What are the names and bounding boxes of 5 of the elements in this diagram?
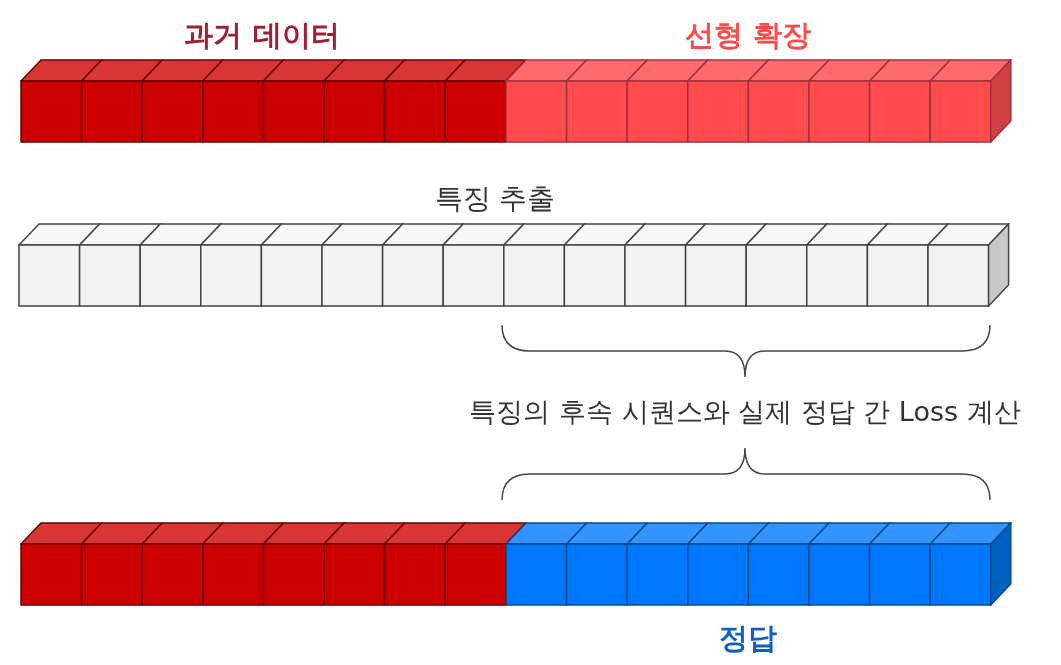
segment-label: 과거 데이터 bbox=[184, 21, 340, 50]
segment-label: 특징 추출 bbox=[434, 185, 556, 213]
segment-label: 정답 bbox=[719, 624, 777, 653]
segment-label: 선형 확장 bbox=[684, 21, 812, 50]
loss-note: 특징의 후속 시퀀스와 실제 정답 간 Loss 계산 bbox=[469, 398, 1021, 425]
